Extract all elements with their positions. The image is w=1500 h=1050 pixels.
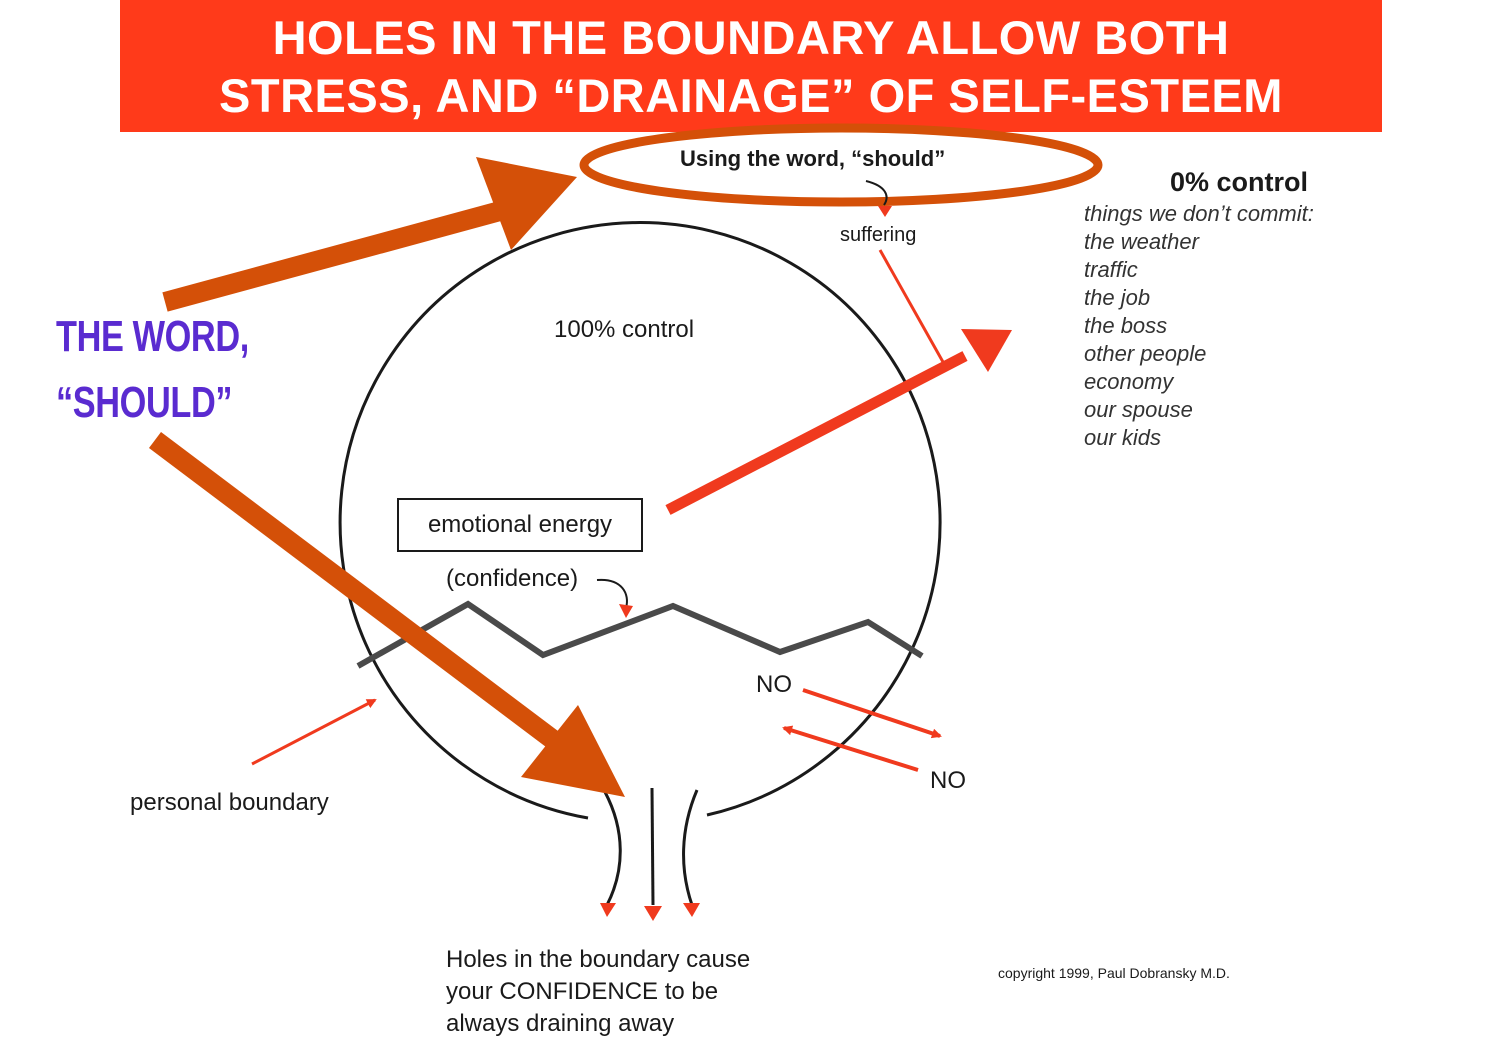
list-item: the boss xyxy=(1084,313,1168,338)
list-item: economy xyxy=(1084,369,1174,394)
no-out-label: NO xyxy=(756,671,792,698)
should-oval-label: Using the word, “should” xyxy=(680,146,946,171)
should-heading-line-1: THE WORD, xyxy=(56,312,249,361)
confidence-wave xyxy=(356,600,924,669)
list-item: the job xyxy=(1084,285,1151,310)
personal-boundary-circle xyxy=(338,221,942,820)
list-item: our spouse xyxy=(1084,397,1193,422)
drain-arrowhead-right xyxy=(683,903,700,917)
drainage-caption: Holes in the boundary cause your CONFIDE… xyxy=(446,944,750,1040)
drain-arrowhead-middle xyxy=(644,906,662,921)
drain-line-left xyxy=(603,791,622,906)
title-line-1: HOLES IN THE BOUNDARY ALLOW BOTH xyxy=(272,11,1230,64)
caption-line-1: Holes in the boundary cause xyxy=(446,946,751,973)
caption-line-3: always draining away xyxy=(446,1010,675,1037)
no-out-arrow xyxy=(802,688,942,739)
full-control-label: 100% control xyxy=(554,316,695,343)
list-item: other people xyxy=(1084,341,1207,366)
suffering-label: suffering xyxy=(840,224,917,246)
no-in-arrow xyxy=(782,725,919,772)
title-line-2: STRESS, AND “DRAINAGE” OF SELF-ESTEEM xyxy=(219,69,1283,122)
orange-arrow-to-hole xyxy=(521,705,625,797)
drain-arrowhead-left xyxy=(600,903,616,917)
list-item: our kids xyxy=(1084,425,1162,450)
no-in-label: NO xyxy=(930,767,966,794)
uncontrollable-intro: things we don’t commit: xyxy=(1084,201,1314,226)
suffering-arrow xyxy=(878,249,945,363)
emotional-energy-box: emotional energy xyxy=(397,498,643,552)
should-heading-line-2: “SHOULD” xyxy=(56,378,233,427)
personal-boundary-label: personal boundary xyxy=(130,789,329,816)
list-item: traffic xyxy=(1084,257,1138,282)
boundary-pointer-arrow xyxy=(251,698,377,766)
drain-line-right xyxy=(682,789,699,906)
drain-line-middle xyxy=(650,787,655,906)
title-banner xyxy=(120,0,1382,132)
uncontrollable-list: things we don’t commit: the weather traf… xyxy=(1084,200,1314,452)
orange-arrow-to-oval xyxy=(476,157,577,250)
caption-line-2: your CONFIDENCE to be xyxy=(446,978,719,1005)
confidence-label: (confidence) xyxy=(446,565,579,592)
copyright-notice: copyright 1999, Paul Dobransky M.D. xyxy=(998,965,1230,981)
oval-to-suffering-connector xyxy=(865,180,888,206)
should-highlight-oval xyxy=(579,123,1103,207)
confidence-pointer xyxy=(596,578,628,609)
energy-leak-arrow xyxy=(665,351,968,515)
list-item: the weather xyxy=(1084,229,1199,254)
zero-control-heading: 0% control xyxy=(1170,167,1309,197)
